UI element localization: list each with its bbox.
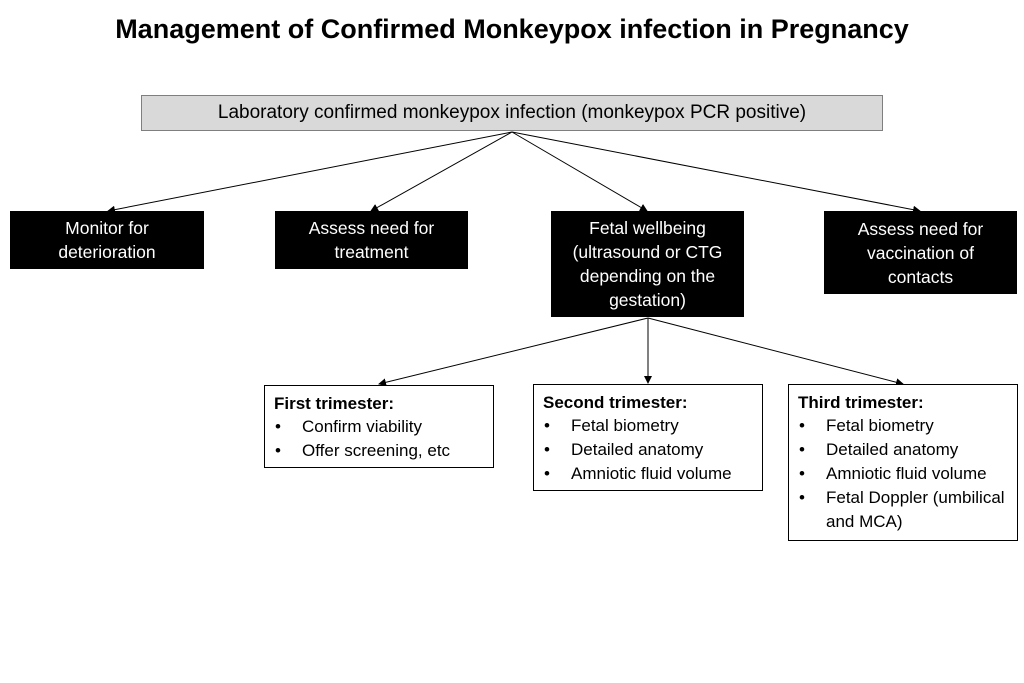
arrow-root-to-fetal: [511, 131, 648, 212]
list-item: Detailed anatomy: [798, 438, 1009, 462]
second-trimester-list: Fetal biometry Detailed anatomy Amniotic…: [543, 414, 754, 486]
root-node: Laboratory confirmed monkeypox infection…: [141, 95, 883, 131]
diagram-title: Management of Confirmed Monkeypox infect…: [115, 14, 909, 44]
arrow-root-to-vaccination: [511, 131, 921, 214]
first-trimester-heading: First trimester:: [274, 394, 394, 413]
list-item: Offer screening, etc: [274, 439, 485, 463]
node-assess-treatment: Assess need for treatment: [275, 211, 468, 269]
arrow-fetal-to-first: [378, 317, 649, 387]
list-item: Detailed anatomy: [543, 438, 754, 462]
list-item: Fetal biometry: [543, 414, 754, 438]
first-trimester-list: Confirm viability Offer screening, etc: [274, 415, 485, 463]
arrow-fetal-to-third: [647, 317, 904, 387]
node-monitor-deterioration: Monitor for deterioration: [10, 211, 204, 269]
third-trimester-list: Fetal biometry Detailed anatomy Amniotic…: [798, 414, 1009, 534]
second-trimester-box: Second trimester: Fetal biometry Detaile…: [533, 384, 763, 491]
arrow-root-to-treatment: [370, 131, 513, 212]
list-item: Fetal biometry: [798, 414, 1009, 438]
list-item: Fetal Doppler (umbilical and MCA): [798, 486, 1009, 534]
arrow-root-to-monitor: [107, 131, 513, 214]
second-trimester-heading: Second trimester:: [543, 393, 688, 412]
third-trimester-box: Third trimester: Fetal biometry Detailed…: [788, 384, 1018, 541]
list-item: Confirm viability: [274, 415, 485, 439]
node-fetal-wellbeing: Fetal wellbeing (ultrasound or CTG depen…: [551, 211, 744, 317]
node-assess-vaccination: Assess need for vaccination of contacts: [824, 211, 1017, 294]
list-item: Amniotic fluid volume: [798, 462, 1009, 486]
list-item: Amniotic fluid volume: [543, 462, 754, 486]
first-trimester-box: First trimester: Confirm viability Offer…: [264, 385, 494, 468]
third-trimester-heading: Third trimester:: [798, 393, 924, 412]
